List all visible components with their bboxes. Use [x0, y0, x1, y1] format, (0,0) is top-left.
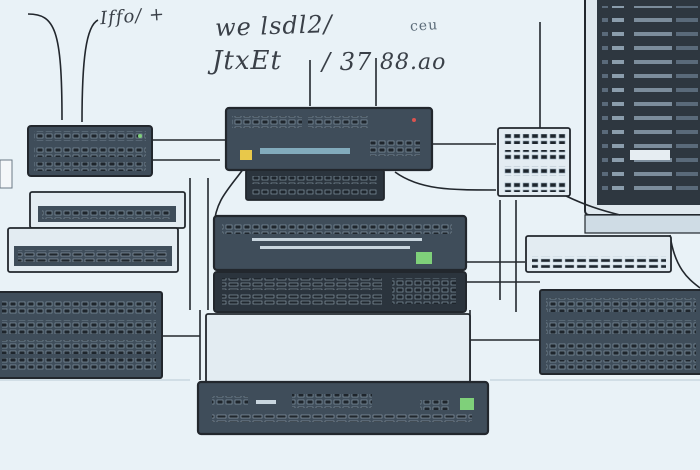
switch-left-middle: [7, 191, 186, 273]
scribble-header-line-1: we lsdl2/: [214, 9, 334, 43]
switch-right-top: [497, 127, 571, 197]
router-center-top: [224, 106, 434, 201]
rack-left-bottom: [0, 291, 163, 379]
scribble-header-number-1: / 37: [322, 48, 373, 76]
outlet: [0, 159, 13, 189]
switch-center-middle: [212, 214, 468, 313]
monitor: [584, 0, 700, 234]
switch-right-middle: [525, 235, 672, 273]
cables: [27, 13, 700, 380]
rack-right-bottom: [539, 289, 700, 375]
server-center-bottom: [196, 313, 490, 436]
switch-left-top: [27, 125, 153, 177]
scribble-header-number-2: 88.ao: [380, 50, 447, 75]
scribble-header-line-2: JtxEt: [212, 46, 282, 76]
scribble-header-faint: ceu: [409, 17, 439, 35]
